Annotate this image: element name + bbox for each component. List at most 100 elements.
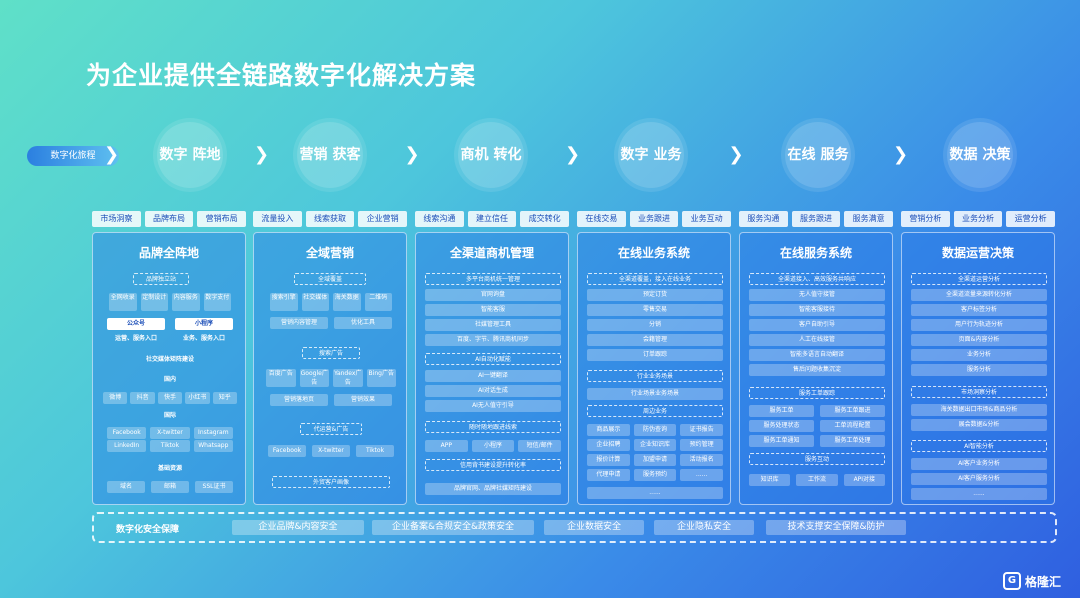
- section-header: 全渠道接入、高效服务共响应: [749, 273, 885, 285]
- feature-item: 微博: [103, 392, 128, 404]
- feature-item: 营销落地页: [270, 394, 328, 406]
- stage-tab: 业务分析: [953, 211, 1003, 227]
- feature-item: 服务处理状态: [749, 420, 814, 432]
- chevron-right-icon: ❯: [404, 144, 420, 165]
- feature-item: 加盟申请: [633, 454, 677, 466]
- stage-label: 数据: [949, 146, 978, 163]
- chevron-right-icon: ❯: [728, 144, 744, 165]
- section-header: 国际: [163, 412, 176, 419]
- stage-tab: 建立信任: [467, 211, 517, 227]
- stage-tab: 业务跟进: [629, 211, 679, 227]
- security-item: 企业数据安全: [544, 520, 644, 535]
- feature-item: 公众号: [107, 318, 165, 330]
- stage-label: 阵地: [192, 146, 221, 163]
- chevron-right-icon: ❯: [104, 144, 120, 165]
- chevron-right-icon: ❯: [565, 144, 581, 165]
- column-title: 品牌全阵地: [138, 246, 199, 260]
- section-header: 信用背书建设提升转化率: [425, 459, 561, 471]
- solution-column: 全域营销全域覆盖搜索引擎社交媒体海关数据二维码营销内容管理优化工具搜索广告百度广…: [253, 232, 407, 505]
- security-item: 技术支撑安全保障&防护: [766, 520, 906, 535]
- stage-label: 营销: [299, 146, 328, 163]
- solution-column: 品牌全阵地品牌独立站全网收录定制设计内容服务数字支付公众号小程序运营、服务入口业…: [92, 232, 246, 505]
- feature-item: ......: [587, 487, 723, 499]
- stage-circle: 数据决策: [947, 122, 1013, 188]
- feature-item: 全网收录: [109, 293, 137, 311]
- security-assurance-bar: 数字化安全保障 企业品牌&内容安全 企业备案&合规安全&政策安全 企业数据安全 …: [92, 512, 1057, 543]
- feature-item: Yandex广告: [333, 369, 363, 387]
- feature-item: 服务工单通知: [749, 435, 814, 447]
- section-header: 随时随地跟进线索: [425, 421, 561, 433]
- feature-item: 服务分析: [911, 364, 1047, 376]
- column-title: 数据运营决策: [941, 246, 1014, 260]
- feature-item: 小程序: [175, 318, 233, 330]
- logo-icon: G: [1003, 572, 1021, 590]
- chevron-right-icon: ❯: [893, 144, 909, 165]
- feature-item: AI无人值守引导: [425, 400, 561, 412]
- feature-item: Instagram: [193, 427, 233, 439]
- feature-item: 售后问题收集沉淀: [749, 364, 885, 376]
- feature-item: 订单跟踪: [587, 349, 723, 361]
- feature-item: 百度广告: [266, 369, 296, 387]
- stage-tab-group: 市场洞察品牌布局营销布局: [92, 211, 247, 227]
- security-item: 企业隐私安全: [654, 520, 754, 535]
- stage-label: 服务: [820, 146, 849, 163]
- feature-item: ......: [911, 488, 1047, 500]
- column-title: 在线服务系统: [779, 246, 852, 260]
- feature-item: 服务工单处理: [820, 435, 885, 447]
- feature-item: 活动报名: [680, 454, 723, 466]
- stage-tab: 在线交易: [577, 211, 626, 227]
- feature-item: 代理申请: [587, 469, 630, 481]
- feature-item: AI客户业务分析: [911, 458, 1047, 470]
- feature-item: 官网询盘: [425, 289, 561, 301]
- feature-item: 展会数据&分析: [911, 419, 1047, 431]
- security-label: 数字化安全保障: [116, 525, 180, 535]
- feature-item: 优化工具: [334, 317, 392, 329]
- stage-circle: 在线服务: [785, 122, 851, 188]
- feature-item: 知乎: [212, 392, 237, 404]
- feature-item: 智能客服接待: [749, 304, 885, 316]
- solution-column: 在线业务系统全渠道覆盖，接入在线业务预定订货零售交易分销会籍管理订单跟踪行业业务…: [577, 232, 731, 505]
- feature-item: 社交媒体: [301, 293, 329, 311]
- feature-item: 服务工单跟进: [820, 405, 885, 417]
- feature-item: X-twitter: [312, 445, 350, 457]
- section-header: 运营、服务入口: [114, 335, 157, 342]
- feature-item: 社媒管理工具: [425, 319, 561, 331]
- section-header: 品牌独立站: [133, 273, 189, 285]
- feature-item: 防伪查询: [633, 424, 677, 436]
- feature-item: 商品展示: [587, 424, 630, 436]
- stage-label: 在线: [787, 146, 816, 163]
- feature-item: 人工在线接管: [749, 334, 885, 346]
- stage-circle: 商机转化: [458, 122, 524, 188]
- stage-tab: 服务满意: [844, 211, 894, 227]
- feature-item: 零售交易: [587, 304, 723, 316]
- feature-item: 企业招聘: [587, 439, 630, 451]
- feature-item: 二维码: [364, 293, 392, 311]
- feature-item: 客户自助引导: [749, 319, 885, 331]
- feature-item: 内容服务: [172, 293, 200, 311]
- feature-item: 定制设计: [140, 293, 168, 311]
- feature-item: 用户行为轨迹分析: [911, 319, 1047, 331]
- column-title: 全渠道商机管理: [449, 246, 534, 260]
- section-header: AI智能分析: [911, 440, 1047, 452]
- section-header: 服务互动: [749, 453, 885, 465]
- solution-column: 全渠道商机管理多平台商机统一管理官网询盘智能客服社媒管理工具百度、字节、腾讯商机…: [415, 232, 569, 505]
- column-title: 在线业务系统: [617, 246, 690, 260]
- feature-item: Facebook: [268, 445, 306, 457]
- feature-item: AI一键翻译: [425, 370, 561, 382]
- feature-item: 智能多语言自动翻译: [749, 349, 885, 361]
- feature-item: 抖音: [130, 392, 155, 404]
- section-header: 行业业务场景: [587, 370, 723, 382]
- stage-tab-group: 在线交易业务跟进业务互动: [577, 211, 732, 227]
- stage-tab: 营销分析: [901, 211, 950, 227]
- solution-column: 数据运营决策全渠道运营分析全渠道流量来源转化分析客户标签分析用户行为轨迹分析页面…: [901, 232, 1055, 505]
- feature-item: 客户标签分析: [911, 304, 1047, 316]
- feature-item: 海关数据: [333, 293, 361, 311]
- section-header: 外贸客户画像: [272, 476, 390, 488]
- stage-tab-group: 线索沟通建立信任成交转化: [415, 211, 570, 227]
- security-item: 企业备案&合规安全&政策安全: [372, 520, 534, 535]
- stage-tab: 线索沟通: [415, 211, 464, 227]
- feature-item: Bing广告: [366, 369, 396, 387]
- section-header: 业务、服务入口: [182, 335, 225, 342]
- section-header: 全渠道运营分析: [911, 273, 1047, 285]
- feature-item: AI客户服务分析: [911, 473, 1047, 485]
